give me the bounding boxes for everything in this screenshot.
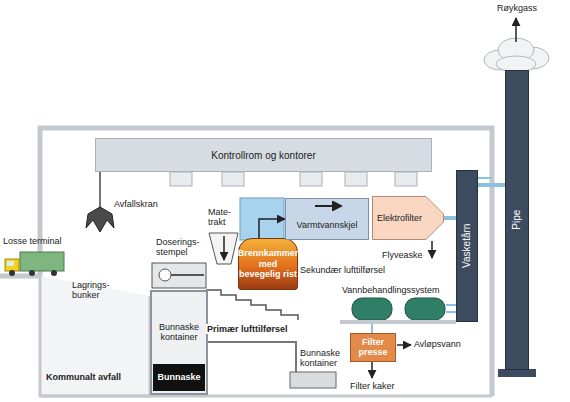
part-label: Sekundær lufttilførsel — [300, 265, 385, 275]
combustion-chamber: Brennkammer med bevegelig rist — [238, 238, 298, 290]
node-text: Elektrofilter — [377, 213, 422, 223]
water-tank — [352, 298, 392, 320]
part-label: Vannbehandlingssystem — [342, 285, 439, 295]
moving-grate — [206, 290, 298, 320]
feed-arrow — [223, 236, 225, 260]
node-text: Brennkammer med bevegelig rist — [238, 248, 299, 279]
office-band: Kontrollrom og kontorer — [95, 138, 432, 172]
filtercake-arrow — [371, 360, 373, 378]
filter-press: Filter presse — [350, 333, 396, 362]
feed-hopper — [209, 233, 238, 264]
part-label: Lagrings-bunker — [72, 280, 118, 301]
water-tank — [405, 298, 445, 320]
bottom-ash: Bunnaske — [153, 364, 205, 391]
flow-arrow — [259, 219, 285, 238]
flow-arrow — [313, 201, 343, 211]
crane-cable — [99, 172, 101, 208]
node-text: Vasketårn — [461, 224, 473, 268]
flue-duct — [478, 183, 505, 187]
node-text: Bunnaske kontainer — [152, 322, 206, 343]
truck — [5, 252, 64, 276]
crane-grab — [86, 207, 114, 232]
storage-bunker — [40, 276, 150, 396]
part-label: Kommunalt avfall — [46, 372, 121, 382]
node-text: Bunnaske — [157, 372, 200, 382]
chimney-base — [498, 369, 536, 377]
office-windows — [170, 172, 417, 186]
part-label: Losse terminal — [3, 236, 62, 246]
part-label: Røykgass — [490, 3, 544, 13]
node-text: Varmtvannskjel — [297, 220, 358, 230]
electrostatic-filter: Elektrofilter — [372, 196, 444, 240]
building-outline — [0, 128, 492, 396]
smoke-cloud — [484, 38, 549, 72]
flue-column — [240, 198, 284, 240]
platform — [340, 320, 456, 324]
part-label: Flyveaske — [382, 250, 423, 260]
flyash-arrow — [431, 241, 433, 258]
scrubber-tower: Vasketårn — [456, 170, 478, 322]
boiler-box: Varmtvannskjel — [285, 198, 369, 240]
ash-conveyor — [206, 342, 296, 372]
part-label: Primær lufttilførsel — [206, 324, 289, 334]
chimney: Pipe — [505, 70, 529, 370]
exhaust-arrow — [515, 18, 517, 42]
node-text: Filter presse — [353, 337, 393, 358]
dosing-ram — [152, 263, 206, 288]
part-label: Filter kaker — [350, 381, 395, 391]
ash-container — [290, 372, 336, 388]
flue-duct — [444, 216, 456, 220]
part-label: Mate-trakt — [208, 207, 238, 228]
ash-container-box: Bunnaske kontainerBunnaske — [150, 290, 208, 395]
node-text: Kontrollrom og kontorer — [211, 150, 316, 162]
wastewater-arrow — [397, 344, 411, 346]
floor-line — [40, 395, 492, 398]
part-label: Bunnaske kontainer — [300, 348, 348, 369]
part-label: Avløpsvann — [414, 339, 461, 349]
part-label: Doserings-stempel — [156, 237, 204, 258]
node-text: Pipe — [511, 210, 523, 230]
part-label: Avfallskran — [114, 199, 158, 209]
